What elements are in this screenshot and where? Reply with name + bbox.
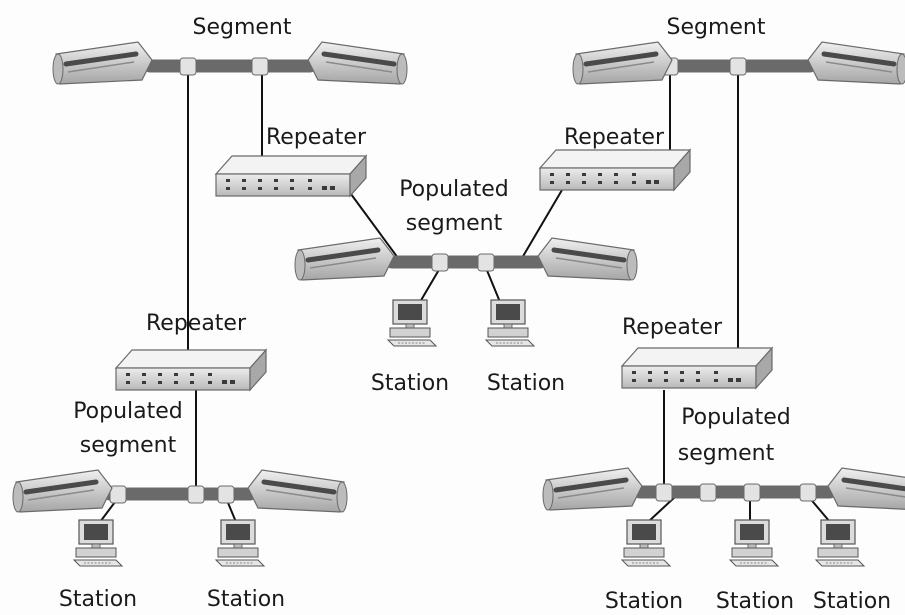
repeater-lower-left-icon <box>115 349 267 391</box>
populated-segment-label: Populated <box>73 399 183 424</box>
station-right-3-icon <box>815 519 865 567</box>
repeater-lower-right-icon <box>621 347 773 389</box>
station-center-1-icon <box>387 299 437 347</box>
terminator-icon <box>308 42 407 84</box>
link-upper-right-repeater-to-center-segment <box>521 189 563 259</box>
populated-segment-label: Populated <box>681 405 791 430</box>
segment-lower-right-populated <box>543 468 905 510</box>
repeater-label: Repeater <box>266 125 367 150</box>
station-label: Station <box>59 587 137 612</box>
segment-upper-left <box>53 42 407 84</box>
drop-center-station-2 <box>485 267 501 303</box>
repeater-label: Repeater <box>564 125 665 150</box>
terminator-icon <box>13 470 112 512</box>
station-label: Station <box>371 371 449 396</box>
repeater-upper-right-icon <box>539 149 691 191</box>
station-left-1-icon <box>73 519 123 567</box>
segment-label: Segment <box>667 15 766 40</box>
labels: Segment Segment Repeater Repeater Repeat… <box>59 15 891 614</box>
terminator-icon <box>53 42 152 84</box>
populated-segment-label: Populated <box>399 177 509 202</box>
terminator-icon <box>808 42 905 84</box>
populated-segment-label: segment <box>406 211 503 236</box>
segment-lower-left-populated <box>13 470 347 512</box>
station-label: Station <box>813 589 891 614</box>
repeater-label: Repeater <box>146 311 247 336</box>
terminator-icon <box>828 468 905 510</box>
station-label: Station <box>207 587 285 612</box>
terminator-icon <box>248 470 347 512</box>
terminator-icon <box>538 238 637 280</box>
station-center-2-icon <box>485 299 535 347</box>
terminator-icon <box>573 42 672 84</box>
station-left-2-icon <box>215 519 265 567</box>
station-label: Station <box>716 589 794 614</box>
repeater-upper-left-icon <box>215 155 367 197</box>
station-label: Station <box>605 589 683 614</box>
station-label: Station <box>487 371 565 396</box>
link-upper-left-repeater-to-center-segment <box>347 189 399 259</box>
station-right-1-icon <box>621 519 671 567</box>
terminator-icon <box>543 468 642 510</box>
station-right-2-icon <box>729 519 779 567</box>
populated-segment-label: segment <box>678 441 775 466</box>
populated-segment-label: segment <box>80 433 177 458</box>
repeater-label: Repeater <box>622 315 723 340</box>
terminator-icon <box>295 238 394 280</box>
segment-center-populated <box>295 238 637 280</box>
segment-label: Segment <box>193 15 292 40</box>
drop-center-station-1 <box>419 267 441 303</box>
segment-upper-right <box>573 42 905 84</box>
